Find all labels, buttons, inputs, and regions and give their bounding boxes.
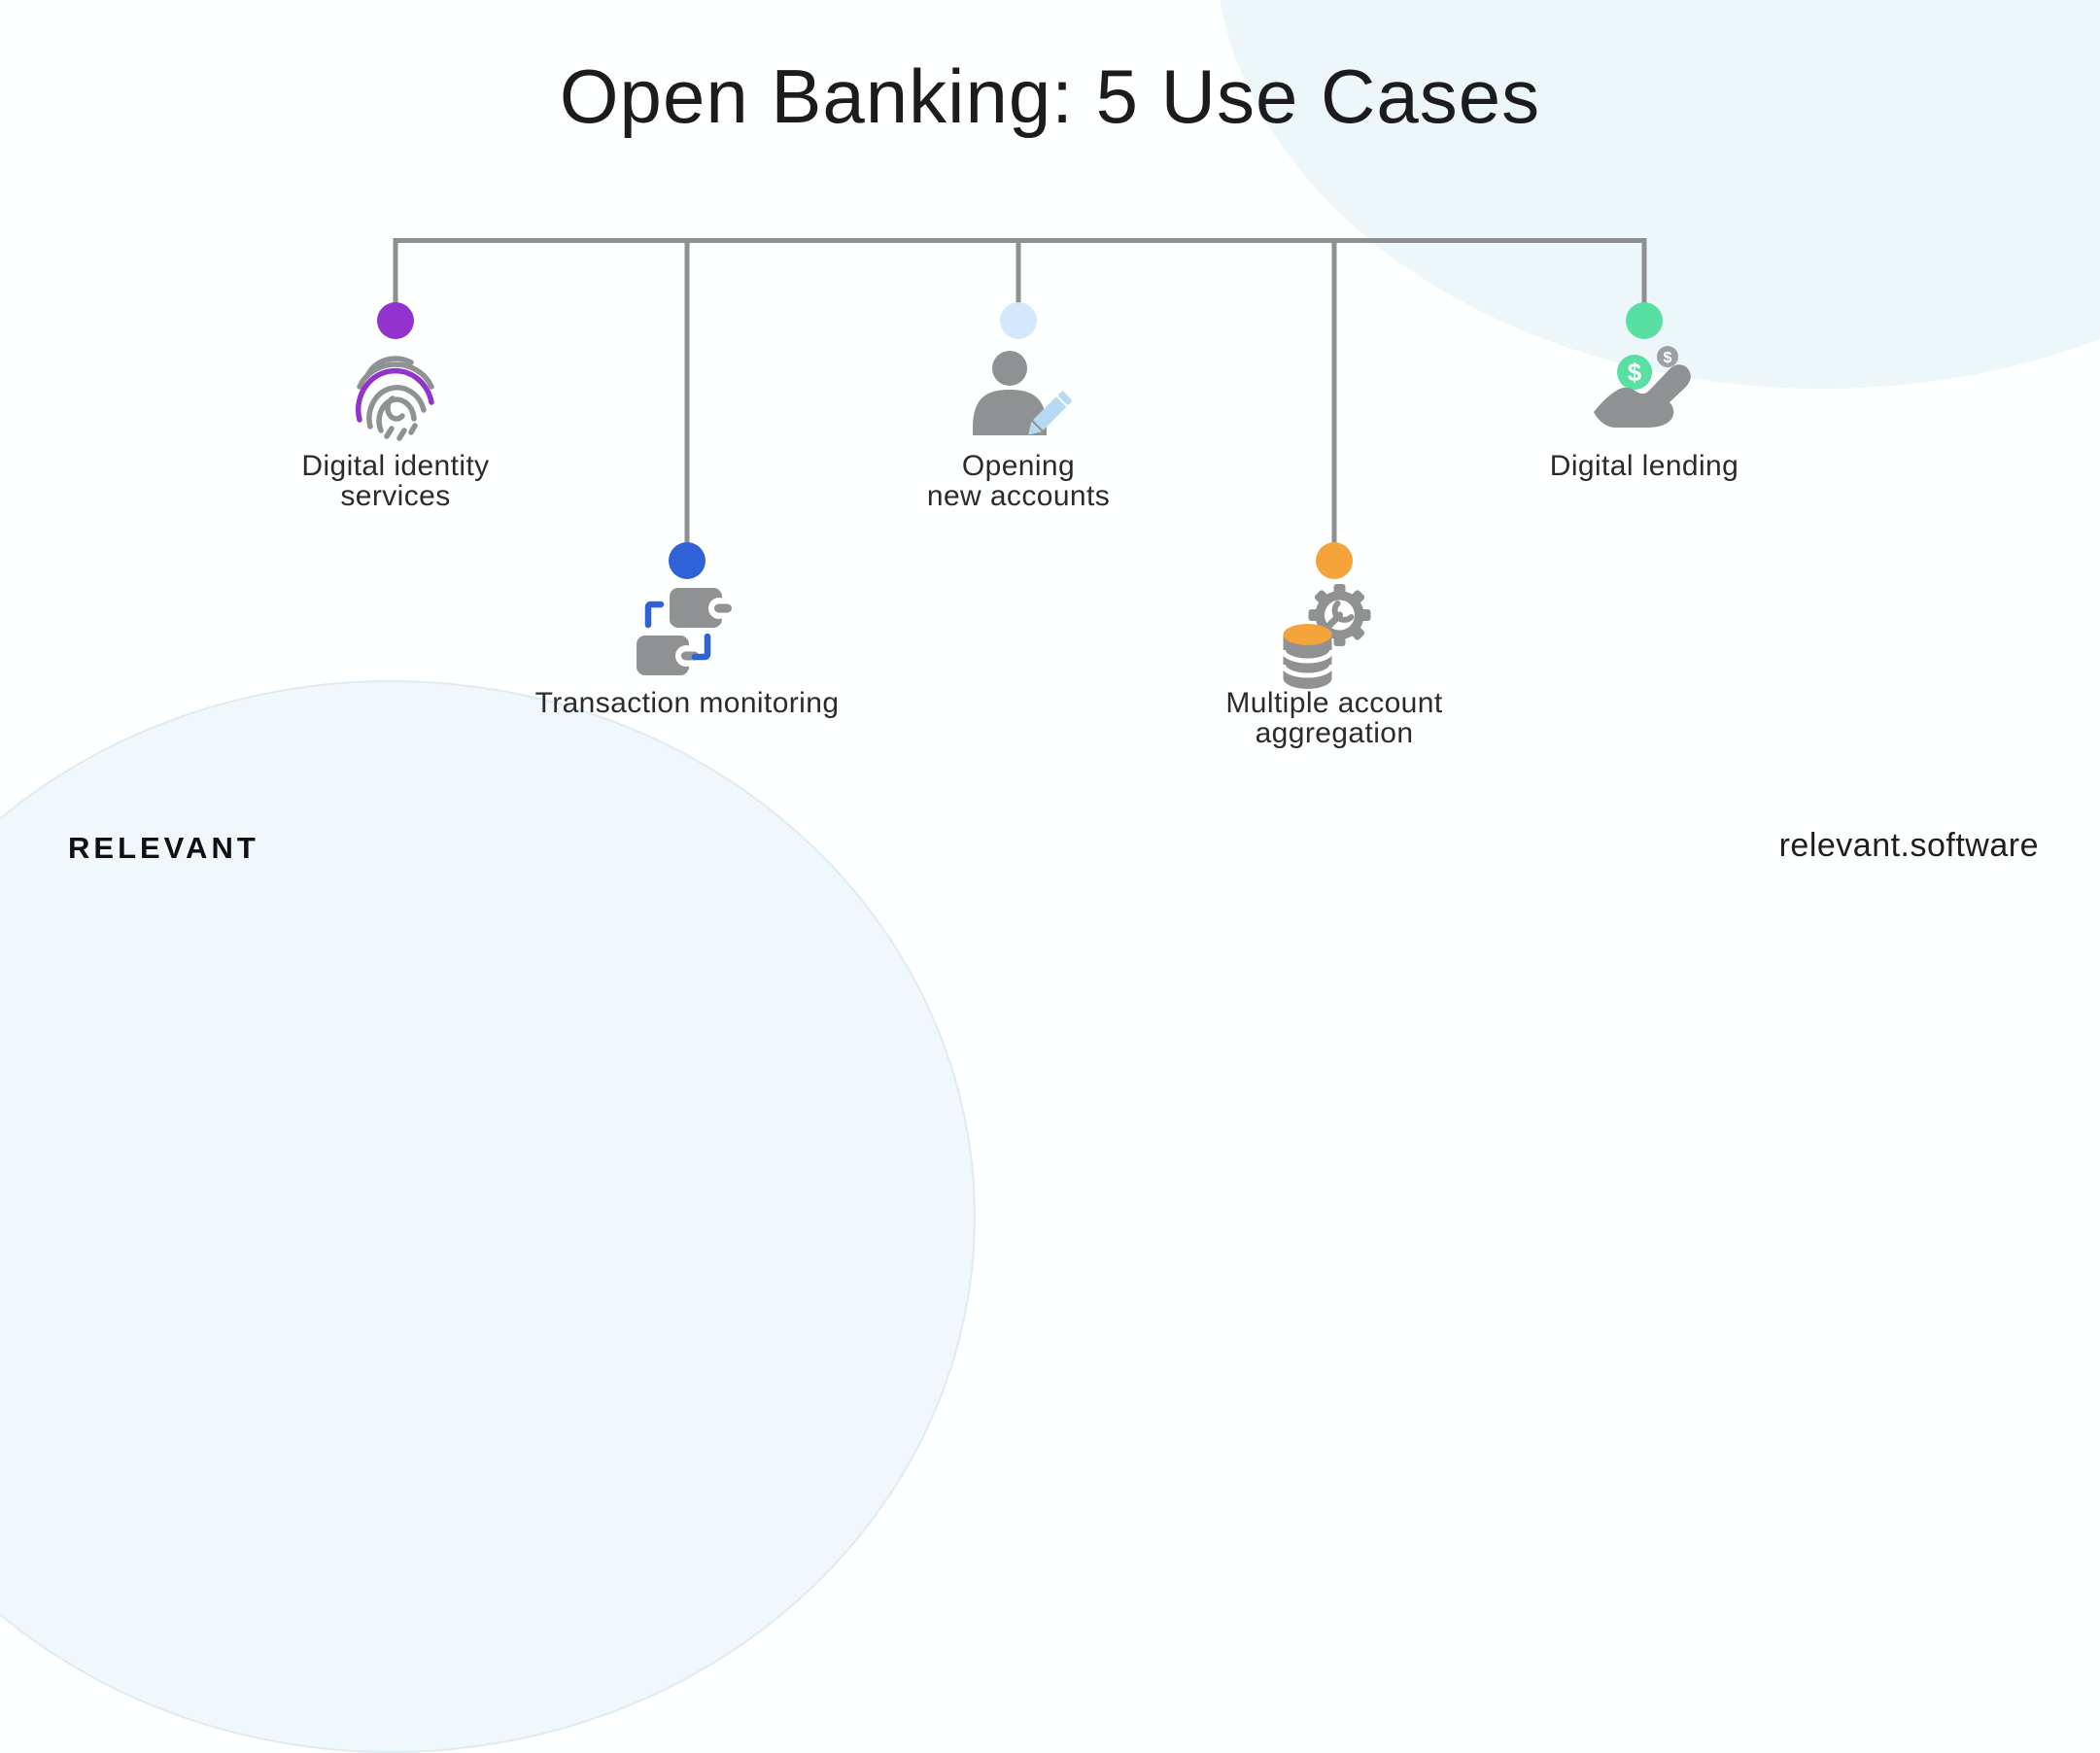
fingerprint-icon (347, 342, 444, 454)
page-title: Open Banking: 5 Use Cases (559, 53, 1541, 139)
hand-money-icon: $ $ (1586, 342, 1703, 456)
use-case-multiple-account-aggregation: Multiple account aggregation (1120, 238, 1548, 782)
connector-line (393, 238, 398, 306)
small-coin-dollar: $ (1664, 350, 1672, 366)
use-case-label: Digital lending (1549, 450, 1739, 482)
use-case-label: Multiple account aggregation (1225, 687, 1443, 749)
use-case-digital-lending: $ $ Digital lending (1430, 238, 1858, 782)
use-case-opening-new-accounts: Opening new accounts (805, 238, 1232, 782)
node-dot (1626, 302, 1663, 339)
connector-line (1331, 238, 1337, 545)
node-dot (669, 542, 706, 579)
relevant-logo: RELEVANT (68, 831, 259, 865)
node-dot (1000, 302, 1037, 339)
connector-line (684, 238, 690, 545)
website-url: relevant.software (1778, 827, 2039, 864)
person-signup-icon (965, 342, 1073, 454)
use-case-label: Opening new accounts (926, 450, 1111, 512)
connector-line (1016, 238, 1021, 306)
node-dot (377, 302, 414, 339)
database-gear-icon (1279, 580, 1391, 697)
node-dot (1316, 542, 1353, 579)
large-coin-dollar: $ (1628, 358, 1642, 387)
tree-horizontal-connector (396, 238, 1646, 243)
wallets-transfer-icon (634, 580, 740, 687)
connector-line (1641, 238, 1647, 306)
use-case-digital-identity-services: Digital identity services (182, 238, 609, 782)
use-case-label: Transaction monitoring (534, 687, 840, 719)
use-case-transaction-monitoring: Transaction monitoring (473, 238, 901, 782)
use-case-label: Digital identity services (301, 450, 490, 512)
